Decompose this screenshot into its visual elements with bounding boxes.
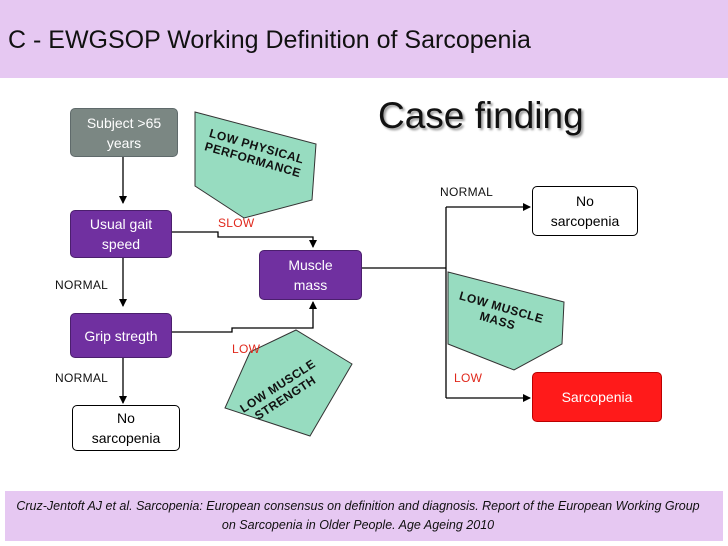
arrow-grip-to-muscle-mass <box>172 301 317 333</box>
no-sarcopenia-bottom-label: No sarcopenia <box>91 410 161 446</box>
low-muscle-strength-callout <box>224 329 353 437</box>
normal-gait-label: NORMAL <box>55 278 109 292</box>
slow-label: SLOW <box>218 216 255 230</box>
citation-band: Cruz-Jentoft AJ et al. Sarcopenia: Europ… <box>5 491 723 541</box>
muscle-mass-node: Muscle mass <box>259 250 362 300</box>
sarcopenia-node-label: Sarcopenia <box>561 389 633 405</box>
low-physical-performance-callout <box>194 111 317 219</box>
no-sarcopenia-right-label: No sarcopenia <box>550 193 620 229</box>
normal-grip-label: NORMAL <box>55 371 109 385</box>
subject-node: Subject >65 years <box>70 108 178 157</box>
case-finding-title: Case finding <box>378 95 584 136</box>
grip-strength-node-label: Grip stregth <box>84 327 158 344</box>
low-muscle-mass-callout <box>447 271 565 371</box>
header-band: C - EWGSOP Working Definition of Sarcope… <box>0 0 728 78</box>
gait-speed-node: Usual gait speed <box>70 210 172 258</box>
arrow-gait-to-muscle-mass <box>172 231 317 248</box>
muscle-mass-node-label: Muscle mass <box>288 257 333 293</box>
low-grip-label: LOW <box>232 342 261 356</box>
low-mass-label: LOW <box>454 371 483 385</box>
sarcopenia-node: Sarcopenia <box>532 372 662 422</box>
normal-mass-label: NORMAL <box>440 185 494 199</box>
citation-text: Cruz-Jentoft AJ et al. Sarcopenia: Europ… <box>16 499 700 532</box>
page-title: C - EWGSOP Working Definition of Sarcope… <box>8 26 531 54</box>
no-sarcopenia-bottom-node: No sarcopenia <box>72 405 180 451</box>
subject-node-label: Subject >65 years <box>86 114 162 151</box>
gait-speed-node-label: Usual gait speed <box>89 216 153 252</box>
grip-strength-node: Grip stregth <box>70 313 172 358</box>
no-sarcopenia-right-node: No sarcopenia <box>532 186 638 236</box>
